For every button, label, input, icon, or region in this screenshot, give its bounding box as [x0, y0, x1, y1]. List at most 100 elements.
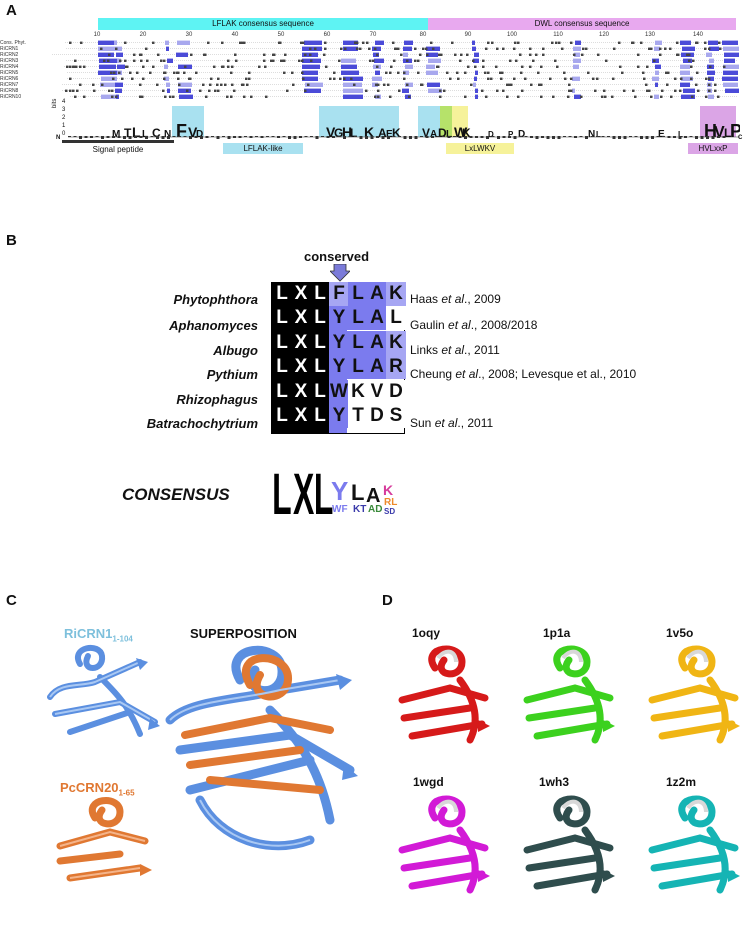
motif-cell: S: [386, 404, 406, 428]
conserved-label: conserved: [304, 249, 370, 264]
svg-text:RL: RL: [384, 497, 397, 508]
consensus-label: CONSENSUS: [122, 485, 230, 504]
panel-c-letter: C: [6, 592, 17, 609]
sequence-alignment: Cons. Phyt. RiCRN1 RiCRN2 RiCRN3 RiCRN4 …: [0, 40, 750, 100]
svg-text:A: A: [430, 129, 437, 140]
consensus-logo-letter: A: [366, 485, 380, 507]
svg-text:H: H: [342, 124, 352, 140]
protein-structure-1v5o: [640, 640, 745, 760]
motif-cell: D: [367, 404, 387, 428]
seq-label: Cons. Phyt.: [0, 40, 26, 46]
lflak-like-label: LFLAK-like: [223, 143, 303, 154]
motif-cell: K: [348, 380, 368, 404]
svg-text:T: T: [124, 126, 132, 140]
svg-text:L: L: [678, 130, 683, 139]
ruler-tick: 140: [692, 32, 704, 38]
alignment-matrix: [52, 40, 739, 99]
svg-text:D: D: [196, 129, 203, 140]
seq-label: RiCRN6: [0, 76, 19, 82]
motif-cell: L: [348, 306, 368, 330]
svg-text:D: D: [438, 126, 447, 140]
logo-tick: 2: [62, 115, 66, 121]
svg-text:M: M: [112, 129, 120, 140]
signal-peptide-label: Signal peptide: [92, 145, 144, 154]
consensus-logo: L X L Y L A K WF KT AD RL SD: [272, 462, 397, 520]
superposition-structure: [165, 645, 358, 851]
species-name: Aphanomyces: [169, 318, 258, 333]
svg-text:P: P: [508, 130, 514, 139]
structure-id: 1oqy: [412, 626, 441, 640]
ruler-tick: 100: [506, 32, 518, 38]
citation: Links et al., 2011: [410, 343, 500, 357]
svg-text:K: K: [462, 126, 471, 140]
motif-cell: Y: [329, 355, 349, 379]
svg-text:C: C: [152, 126, 161, 140]
svg-text:KT: KT: [353, 504, 366, 515]
motif-cell: X: [291, 404, 311, 428]
protein-structure-1p1a: [515, 640, 620, 760]
svg-text:L: L: [142, 129, 148, 140]
motif-cell: X: [291, 282, 311, 306]
motif-cell: A: [367, 331, 387, 355]
motif-cell: L: [310, 355, 330, 379]
consensus-logo-letter: Y: [331, 476, 348, 506]
panel-b-letter: B: [6, 232, 17, 249]
ruler-tick: 20: [139, 32, 147, 38]
motif-cell: L: [272, 380, 292, 404]
motif-cell: L: [386, 306, 406, 330]
svg-text:L: L: [350, 126, 357, 140]
seq-label: RiCRN10: [0, 94, 22, 100]
consensus-logo-letter: L: [272, 462, 291, 520]
svg-text:D: D: [518, 129, 525, 140]
svg-text:E: E: [386, 129, 393, 140]
svg-text:A: A: [378, 126, 387, 140]
structure-id: 1v5o: [666, 626, 694, 640]
ruler-tick: 60: [323, 32, 331, 38]
motif-cell: L: [310, 404, 330, 428]
svg-text:F: F: [176, 121, 187, 140]
motif-cell: F: [329, 282, 349, 306]
ricrn1-structure: [47, 644, 160, 737]
protein-structure-1z2m: [640, 790, 745, 910]
alignment-ruler: 10 20 30 40 50 60 70 80 90 100 110 120 1…: [0, 32, 750, 40]
logo-tick: 3: [62, 107, 66, 113]
citation: Sun et al., 2011: [410, 416, 494, 430]
motif-cell: L: [310, 331, 330, 355]
pccrn20-structure: [56, 797, 152, 882]
motif-cell: K: [386, 282, 406, 306]
ruler-tick: 70: [369, 32, 377, 38]
species-name: Phytophthora: [173, 292, 259, 307]
consensus-logo-letter: L: [351, 480, 364, 505]
ruler-tick: 90: [464, 32, 472, 38]
seq-label: RiCRN5: [0, 70, 19, 76]
svg-text:E: E: [658, 129, 665, 140]
motif-cell: W: [329, 380, 349, 404]
svg-text:SD: SD: [384, 507, 395, 516]
structure-id: 1p1a: [543, 626, 571, 640]
panel-d-letter: D: [382, 592, 393, 609]
motif-cell: Y: [329, 404, 349, 428]
svg-text:G: G: [334, 126, 343, 140]
dwl-consensus-bar: DWL consensus sequence: [428, 18, 736, 30]
svg-text:V: V: [326, 124, 336, 140]
species-name: Rhizophagus: [176, 392, 258, 407]
motif-cell: Y: [329, 306, 349, 330]
protein-structure-1wgd: [390, 790, 495, 910]
seq-label: RiCRN2: [0, 52, 19, 58]
logo-tick: 1: [62, 123, 66, 129]
ruler-tick: 40: [231, 32, 239, 38]
ruler-tick: 130: [644, 32, 656, 38]
svg-text:D: D: [488, 130, 494, 139]
panel-a-letter: A: [6, 2, 17, 19]
motif-cell: V: [367, 380, 387, 404]
svg-text:V: V: [422, 126, 430, 140]
svg-text:N: N: [588, 129, 595, 140]
logo-tick: 0: [62, 131, 66, 137]
seq-label: RiCRN4: [0, 64, 19, 70]
lxlwkv-label: LxLWKV: [446, 143, 514, 154]
motif-cell: L: [310, 282, 330, 306]
structure-id: 1z2m: [666, 775, 697, 789]
motif-cell: A: [367, 282, 387, 306]
